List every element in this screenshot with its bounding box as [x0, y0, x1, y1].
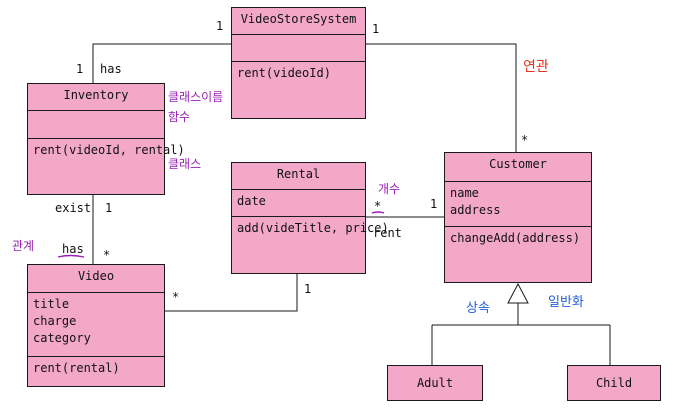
annotation-class-name: 클래스이름: [168, 90, 224, 104]
class-name-section: Child: [568, 366, 660, 395]
attribute: name: [450, 186, 479, 200]
assoc-rental-video: [165, 274, 298, 312]
operation: add(videTitle, price): [237, 221, 389, 235]
underline-has: [57, 254, 85, 258]
operation: changeAdd(address): [450, 231, 581, 245]
class-name: Customer: [489, 157, 547, 171]
attribute: charge: [33, 314, 77, 328]
annotation-inheritance: 상속: [466, 301, 490, 316]
class-video: Video title charge category rent(rental): [27, 264, 165, 387]
role-label: exist: [55, 201, 92, 215]
class-videostoresystem: VideoStoreSystem rent(videoId): [231, 7, 366, 119]
class-name: VideoStoreSystem: [240, 12, 357, 26]
multiplicity-label: 1: [76, 62, 84, 76]
class-customer: Customer name address changeAdd(address): [444, 152, 592, 283]
attributes-section: title charge category: [28, 292, 164, 356]
annotation-multiplicity: 개수: [378, 182, 401, 196]
class-name-section: VideoStoreSystem: [232, 8, 365, 34]
operation: rent(videoId): [237, 66, 331, 80]
annotation-generalization: 일반화: [548, 295, 584, 310]
multiplicity-label: 1: [372, 22, 380, 36]
class-adult: Adult: [387, 365, 483, 401]
assoc-vss-inventory: [92, 43, 231, 83]
operation: rent(rental): [33, 361, 120, 375]
annotation-class: 클래스: [168, 157, 202, 171]
class-name: Video: [77, 269, 115, 283]
attributes-section: name address: [445, 181, 591, 226]
annotation-function: 함수: [168, 110, 191, 124]
multiplicity-label: 1: [105, 201, 113, 215]
annotation-relation: 관계: [12, 239, 35, 253]
multiplicity-label: 1: [216, 19, 224, 33]
role-label: rent: [373, 226, 402, 240]
attribute: category: [33, 331, 91, 345]
attribute: date: [237, 194, 266, 208]
assoc-vss-customer: [365, 43, 517, 152]
attribute: title: [33, 297, 70, 311]
attributes-section: [232, 34, 365, 61]
multiplicity-label: 1: [304, 282, 312, 296]
class-name: Adult: [416, 376, 454, 390]
class-name: Rental: [276, 167, 321, 181]
annotation-association: 연관: [523, 59, 549, 75]
attributes-section: [28, 110, 164, 138]
class-name-section: Rental: [232, 163, 365, 189]
class-name-section: Customer: [445, 153, 591, 181]
multiplicity-label: *: [521, 133, 529, 147]
class-rental: Rental date add(videTitle, price): [231, 162, 389, 274]
operations-section: rent(videoId): [232, 61, 365, 85]
attributes-section: date: [232, 189, 365, 216]
class-child: Child: [567, 365, 661, 401]
operations-section: rent(videoId, rental): [28, 138, 185, 162]
operation: rent(videoId, rental): [33, 143, 185, 157]
class-name: Child: [595, 376, 633, 390]
operations-section: add(videTitle, price): [232, 216, 389, 240]
multiplicity-label: 1: [430, 197, 438, 211]
role-label: has: [62, 242, 84, 256]
class-name: Inventory: [63, 88, 129, 102]
class-name-section: Adult: [388, 366, 482, 395]
operations-section: changeAdd(address): [445, 226, 591, 250]
multiplicity-label: *: [103, 248, 111, 262]
class-inventory: Inventory rent(videoId, rental): [27, 83, 185, 195]
class-name-section: Inventory: [28, 84, 164, 110]
multiplicity-label: *: [374, 199, 382, 213]
role-label: has: [100, 62, 122, 76]
class-name-section: Video: [28, 265, 164, 292]
generalization-arrowhead: [507, 282, 529, 304]
attribute: address: [450, 203, 501, 217]
multiplicity-label: *: [172, 290, 180, 304]
underline-mult: [371, 211, 385, 214]
operations-section: rent(rental): [28, 356, 164, 380]
